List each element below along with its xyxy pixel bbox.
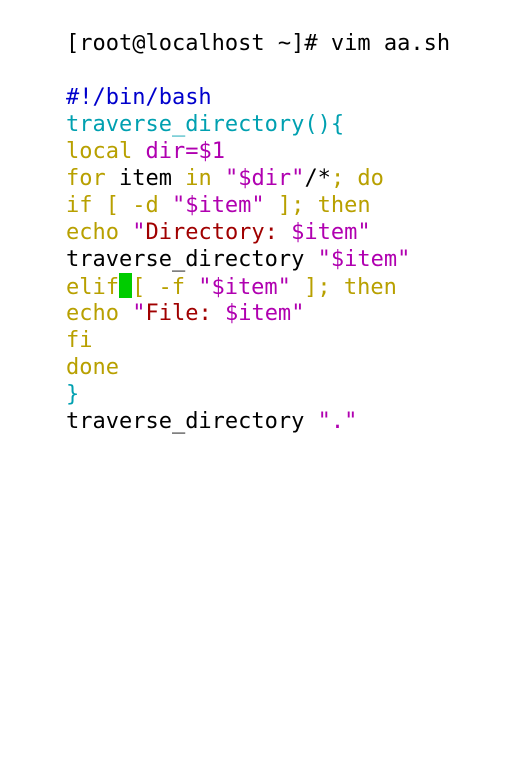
keyword-echo-file: echo	[65, 301, 133, 326]
code-line-10[interactable]: fi	[13, 300, 93, 353]
string-item: "$item"	[171, 193, 265, 218]
keyword-if: if [ -d	[65, 193, 172, 218]
function-invocation: traverse_directory	[65, 409, 318, 434]
code-line-1[interactable]: #!/bin/bash	[13, 57, 212, 110]
keyword-then-elif: ]; then	[290, 275, 397, 300]
string-text-file: File:	[145, 301, 225, 326]
variable-assignment: dir=$1	[145, 139, 225, 164]
shebang: #!/bin/bash	[65, 85, 212, 110]
string-dir: "$dir"	[224, 166, 305, 191]
shell-command: [root@localhost ~]# vim aa.sh	[65, 31, 451, 56]
string-item-elif: "$item"	[198, 275, 291, 300]
text-cursor	[118, 273, 132, 298]
code-line-11[interactable]: done	[13, 327, 119, 380]
code-line-9[interactable]: echo "File: $item"	[13, 273, 304, 326]
keyword-do: ; do	[330, 166, 384, 191]
code-line-5[interactable]: if [ -d "$item" ]; then	[13, 165, 371, 218]
function-close-brace: }	[65, 382, 80, 407]
glob-suffix: /*	[304, 166, 331, 191]
function-definition: traverse_directory(){	[65, 112, 345, 137]
keyword-local: local	[65, 139, 146, 164]
code-line-4[interactable]: for item in "$dir"/*; do	[13, 138, 384, 191]
keyword-for: for	[65, 166, 119, 191]
shell-prompt: [root@localhost ~]# vim aa.sh	[13, 3, 450, 56]
code-line-2[interactable]: traverse_directory(){	[13, 84, 344, 137]
loop-variable: item	[118, 166, 186, 191]
code-line-8[interactable]: elif [ -f "$item" ]; then	[13, 246, 397, 300]
quote-open-file: "	[132, 301, 146, 326]
keyword-fi: fi	[65, 328, 93, 353]
string-text-directory: Directory:	[145, 220, 292, 245]
code-line-6[interactable]: echo "Directory: $item"	[13, 192, 371, 245]
keyword-echo: echo	[65, 220, 133, 245]
keyword-done: done	[65, 355, 119, 380]
terminal-window[interactable]: [root@localhost ~]# vim aa.sh #!/bin/bas…	[0, 0, 527, 434]
string-dot-arg: "."	[317, 409, 358, 434]
code-line-3[interactable]: local dir=$1	[13, 111, 225, 164]
test-file-flag: [ -f	[131, 275, 199, 300]
keyword-then: ]; then	[264, 193, 371, 218]
code-line-13[interactable]: traverse_directory "."	[13, 381, 357, 434]
function-call: traverse_directory	[65, 247, 318, 272]
string-item-arg: "$item"	[317, 247, 411, 272]
quote-open: "	[132, 220, 146, 245]
quote-close-file: "	[291, 301, 305, 326]
variable-item-file: $item	[224, 301, 292, 326]
code-line-7[interactable]: traverse_directory "$item"	[13, 219, 410, 272]
keyword-in: in	[185, 166, 225, 191]
keyword-elif: elif	[65, 275, 119, 300]
variable-item: $item	[291, 220, 358, 245]
code-line-12[interactable]: }	[13, 354, 79, 407]
quote-close: "	[357, 220, 371, 245]
